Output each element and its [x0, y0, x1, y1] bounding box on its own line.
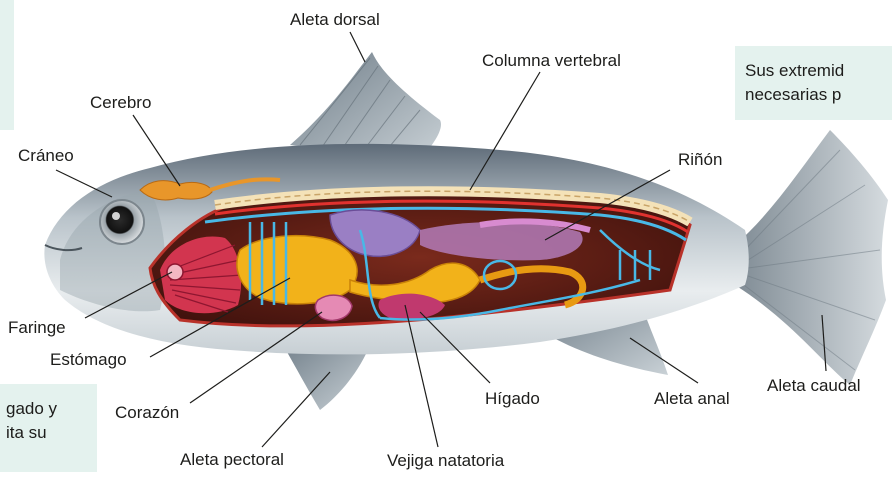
label-rinon: Riñón	[678, 150, 722, 170]
label-aleta-caudal: Aleta caudal	[767, 376, 861, 396]
label-cerebro: Cerebro	[90, 93, 151, 113]
label-higado: Hígado	[485, 389, 540, 409]
stomach	[237, 236, 357, 304]
label-estomago: Estómago	[50, 350, 127, 370]
label-aleta-dorsal: Aleta dorsal	[290, 10, 380, 30]
label-faringe: Faringe	[8, 318, 66, 338]
label-corazon: Corazón	[115, 403, 179, 423]
label-craneo: Cráneo	[18, 146, 74, 166]
dorsal-fin	[290, 52, 441, 160]
brain	[140, 181, 212, 200]
heart	[315, 295, 352, 320]
label-columna-vertebral: Columna vertebral	[482, 51, 621, 71]
eye	[100, 200, 144, 244]
label-vejiga-natatoria: Vejiga natatoria	[387, 451, 504, 471]
label-aleta-anal: Aleta anal	[654, 389, 730, 409]
label-aleta-pectoral: Aleta pectoral	[180, 450, 284, 470]
caudal-fin	[735, 130, 888, 385]
